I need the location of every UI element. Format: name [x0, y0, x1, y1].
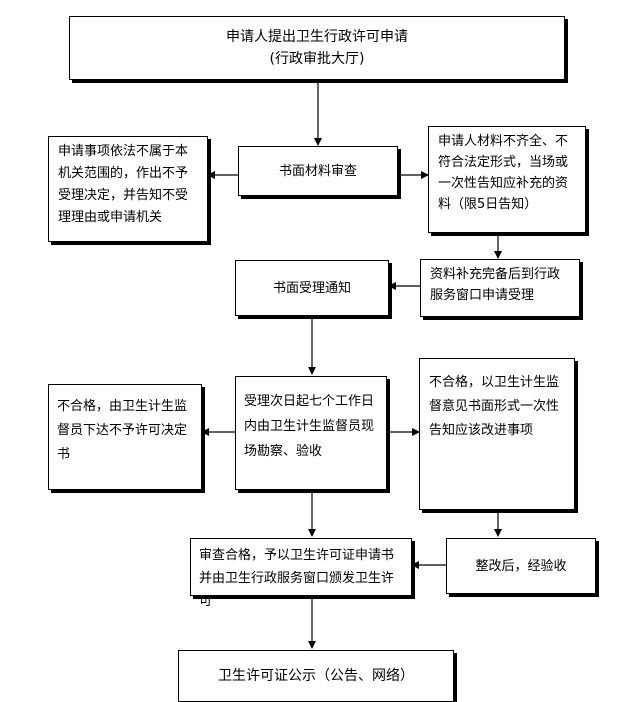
apply-title: 申请人提出卫生行政许可申请	[226, 29, 408, 45]
fail-left-box: 不合格，由卫生计生监督员下达不予许可决定书	[48, 384, 202, 490]
inspect-box: 受理次日起七个工作日内由卫生计生监督员现场勘察、验收	[235, 376, 387, 490]
publish-box: 卫生许可证公示（公告、网络）	[178, 650, 454, 702]
publish-text: 卫生许可证公示（公告、网络）	[218, 667, 414, 684]
notice-box: 书面受理通知	[235, 260, 389, 316]
fail-right-text: 不合格，以卫生计生监督意见书面形式一次性告知应该改进事项	[429, 375, 560, 438]
incomplete-text: 申请人材料不齐全、不符合法定形式，当场或一次性告知应补充的资料（限5日告知）	[438, 134, 569, 212]
incomplete-box: 申请人材料不齐全、不符合法定形式，当场或一次性告知应补充的资料（限5日告知）	[428, 126, 586, 233]
reject-box: 申请事项依法不属于本机关范围的，作出不予受理决定，并告知不受理理由或申请机关	[48, 136, 208, 242]
fail-left-text: 不合格，由卫生计生监督员下达不予许可决定书	[57, 399, 188, 462]
inspect-text: 受理次日起七个工作日内由卫生计生监督员现场勘察、验收	[244, 394, 375, 459]
notice-text: 书面受理通知	[272, 280, 351, 296]
rectify-text: 整改后，经验收	[475, 558, 567, 574]
apply-location: (行政审批大厅)	[269, 51, 365, 67]
fail-right-box: 不合格，以卫生计生监督意见书面形式一次性告知应该改进事项	[419, 358, 575, 510]
review-box: 书面材料审查	[238, 146, 398, 196]
rectify-box: 整改后，经验收	[446, 538, 596, 594]
pass-box: 审查合格，予以卫生许可证申请书并由卫生行政服务窗口颁发卫生许可	[190, 538, 412, 609]
reject-text: 申请事项依法不属于本机关范围的，作出不予受理决定，并告知不受理理由或申请机关	[58, 144, 189, 225]
supplement-box: 资料补充完备后到行政服务窗口申请受理	[420, 259, 580, 317]
pass-text: 审查合格，予以卫生许可证申请书并由卫生行政服务窗口颁发卫生许可	[199, 548, 395, 609]
apply-box: 申请人提出卫生行政许可申请 (行政审批大厅)	[69, 16, 565, 80]
review-text: 书面材料审查	[278, 163, 357, 179]
supplement-text: 资料补充完备后到行政服务窗口申请受理	[430, 267, 561, 303]
